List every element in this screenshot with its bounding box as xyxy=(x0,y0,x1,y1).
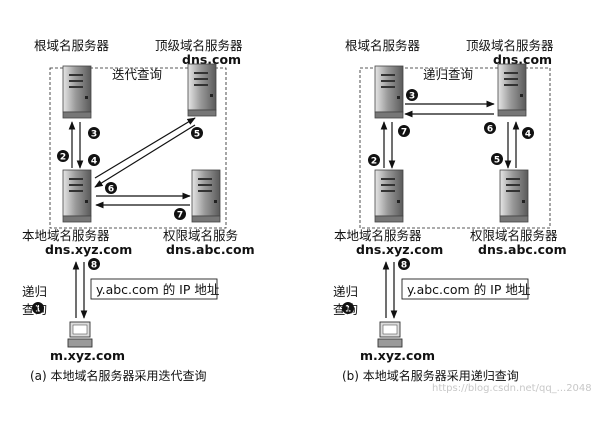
panel-a-answer-text: y.abc.com 的 IP 地址 xyxy=(96,282,220,297)
panel-a-local-domain: dns.xyz.com xyxy=(45,242,132,257)
panel-b-auth-server-icon xyxy=(499,169,529,223)
panel-b-client-host: m.xyz.com xyxy=(360,348,435,363)
panel-b-tld-server-icon xyxy=(497,63,527,117)
panel-b-step-3: 3 xyxy=(409,92,415,102)
panel-a-root-label: 根域名服务器 xyxy=(34,38,110,53)
panel-b-answer-box xyxy=(401,278,529,300)
panel-a-tld-domain: dns.com xyxy=(182,52,241,67)
panel-a-tld-label: 顶级域名服务器 xyxy=(155,38,243,53)
panel-a-auth-server-icon xyxy=(191,169,221,223)
panel-a-client-host: m.xyz.com xyxy=(50,348,125,363)
panel-b-dashed-frame xyxy=(359,67,551,229)
panel-a-client-query-line2: 查询 xyxy=(22,302,47,317)
panel-a-dashed-frame xyxy=(49,67,227,229)
panel-b-local-server-icon xyxy=(374,169,404,223)
panel-b-root-server-icon xyxy=(374,65,404,119)
panel-a-step-8: 8 xyxy=(91,261,97,271)
panel-a-root-server-icon xyxy=(62,65,92,119)
panel-b-query-type: 递归查询 xyxy=(423,67,473,82)
panel-a-step-3: 3 xyxy=(91,130,97,140)
watermark: https://blog.csdn.net/qq_...2048 xyxy=(432,383,592,394)
panel-a-client-pc-icon xyxy=(67,321,93,348)
panel-a: 根域名服务器 顶级域名服务器 dns.com 迭代查询 3 2 4 5 6 7 … xyxy=(22,38,255,383)
panel-b-auth-domain: dns.abc.com xyxy=(478,242,567,257)
panel-b-client-pc-icon xyxy=(377,321,403,348)
panel-a-auth-domain: dns.abc.com xyxy=(166,242,255,257)
panel-b-caption: (b) 本地域名服务器采用递归查询 xyxy=(342,368,519,383)
panel-a-tld-server-icon xyxy=(187,63,217,117)
panel-a-query-type: 迭代查询 xyxy=(112,67,162,82)
panel-a-answer-box xyxy=(90,278,218,300)
panel-b-client-query-line1: 递归 xyxy=(333,284,358,299)
panel-a-step-4: 4 xyxy=(91,157,97,167)
panel-a-step-1: 1 xyxy=(35,305,41,315)
panel-b-step-7: 7 xyxy=(401,128,407,138)
panel-b-step-8: 8 xyxy=(401,261,407,271)
panel-b-answer-text: y.abc.com 的 IP 地址 xyxy=(407,282,531,297)
panel-b-tld-domain: dns.com xyxy=(493,52,552,67)
panel-a-step-2: 2 xyxy=(60,153,66,163)
panel-a-caption: (a) 本地域名服务器采用迭代查询 xyxy=(30,368,207,383)
panel-a-step-7: 7 xyxy=(177,211,183,221)
panel-a-auth-label: 权限域名服务 xyxy=(163,228,238,243)
panel-a-client-query-line1: 递归 xyxy=(22,284,47,299)
panel-b-local-label: 本地域名服务器 xyxy=(334,228,422,243)
panel-b-client-query-line2: 查询 xyxy=(333,302,358,317)
panel-b-local-domain: dns.xyz.com xyxy=(356,242,443,257)
panel-b-root-label: 根域名服务器 xyxy=(345,38,421,53)
panel-a-local-server-icon xyxy=(62,169,92,223)
panel-b-step-5: 5 xyxy=(494,156,500,166)
panel-a-step-5: 5 xyxy=(194,130,200,140)
panel-b-auth-label: 权限域名服务器 xyxy=(470,228,558,243)
panel-b-step-6: 6 xyxy=(487,125,493,135)
panel-a-step-6: 6 xyxy=(108,185,114,195)
panel-b-step-4: 4 xyxy=(525,130,531,140)
panel-b-step-1: 1 xyxy=(345,305,351,315)
panel-b-tld-label: 顶级域名服务器 xyxy=(466,38,554,53)
panel-b-step-2: 2 xyxy=(371,157,377,167)
panel-b: 根域名服务器 顶级域名服务器 dns.com 递归查询 3 7 2 6 4 5 … xyxy=(333,38,567,383)
panel-a-local-label: 本地域名服务器 xyxy=(22,228,110,243)
